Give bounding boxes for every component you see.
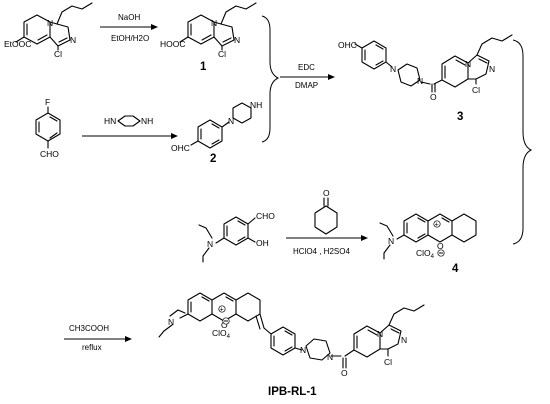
c3-n4-label: N	[489, 64, 495, 74]
c3-n3-label: N	[465, 59, 471, 69]
arrow-condensation	[286, 235, 368, 241]
ester-cl-label: Cl	[54, 49, 62, 59]
product-name: IPB-RL-1	[268, 386, 317, 398]
compound-4-number: 4	[452, 263, 459, 275]
product-o-label: O	[221, 320, 228, 330]
c3-n2-label: N	[417, 76, 423, 86]
fluorine-label: F	[45, 97, 50, 107]
c1-n1-label: N	[211, 18, 217, 28]
compound-2-number: 2	[210, 153, 216, 165]
c2-ohc-label: OHC	[171, 143, 190, 153]
piperazine-nh-label: NH	[141, 116, 153, 126]
final-reagent-top: CH3COOH	[69, 324, 109, 333]
product-n-label: N	[168, 317, 174, 327]
arrow-step2	[82, 133, 178, 139]
piperazine-hn-label: HN	[104, 116, 116, 126]
product-structure	[158, 292, 425, 369]
compound-2-structure	[190, 102, 252, 149]
brace-3-4	[512, 39, 533, 245]
c1-cl-label: Cl	[218, 49, 226, 59]
c4-perchlorate-label: ClO4	[416, 248, 435, 260]
compound-1-number: 1	[200, 61, 207, 73]
c4-n-label: N	[388, 236, 394, 246]
cyclohexanone-o-label: O	[323, 188, 330, 198]
compound-3-number: 3	[457, 111, 463, 123]
arrow-step1	[100, 24, 158, 30]
condensation-reagent: HClO4 , H2SO4	[293, 247, 350, 256]
step1-reagent-bottom: EtOH/H2O	[111, 34, 149, 43]
cyclohexanone-structure	[314, 197, 338, 235]
coupling-reagent-top: EDC	[298, 63, 315, 72]
compound-1-structure	[179, 2, 257, 51]
salicyl-oh-label: OH	[256, 238, 269, 248]
piperazine-structure	[117, 115, 141, 127]
product-n5-label: N	[401, 335, 407, 345]
ester-n1-label: N	[47, 18, 53, 28]
final-reagent-bottom: reflux	[82, 343, 102, 352]
arrow-final	[64, 336, 132, 342]
product-n4-label: N	[377, 329, 383, 339]
brace-1-2	[261, 15, 280, 143]
product-n3-label: N	[327, 352, 333, 362]
ester-group-label: EtOOC	[4, 39, 31, 49]
c3-n1-label: N	[390, 64, 396, 74]
c2-n-label: N	[228, 116, 234, 126]
compound-3-structure	[354, 34, 513, 93]
product-n2-label: N	[300, 345, 306, 355]
svg-text:+: +	[220, 306, 224, 313]
c2-nh-label: NH	[250, 100, 262, 110]
salicyl-cho-label: CHO	[256, 211, 275, 221]
step1-reagent-top: NaOH	[118, 13, 140, 22]
starting-ester-structure	[15, 2, 93, 47]
acid-group-label: HOOC	[160, 39, 186, 49]
product-cl-label: Cl	[384, 357, 392, 367]
arrow-coupling	[280, 74, 335, 80]
c4-plus-charge	[433, 220, 441, 228]
salicyl-n-label: N	[207, 239, 213, 249]
product-plus-charge	[218, 305, 226, 313]
c3-cl-label: Cl	[472, 85, 480, 95]
fluorobenzaldehyde-structure	[35, 106, 61, 149]
salicylaldehyde-structure	[198, 216, 256, 263]
svg-text:+: +	[435, 221, 439, 228]
product-o2-label: O	[341, 368, 348, 378]
c3-o-label: O	[430, 92, 437, 102]
c1-n2-label: N	[234, 35, 240, 45]
c4-o-label: O	[437, 241, 444, 251]
aldehyde-label: CHO	[40, 149, 59, 159]
product-perchlorate-label: ClO4	[212, 328, 231, 340]
compound-4-structure	[379, 213, 477, 260]
c3-ohc-label: OHC	[338, 40, 357, 50]
coupling-reagent-bottom: DMAP	[295, 81, 318, 90]
ester-n2-label: N	[70, 35, 76, 45]
